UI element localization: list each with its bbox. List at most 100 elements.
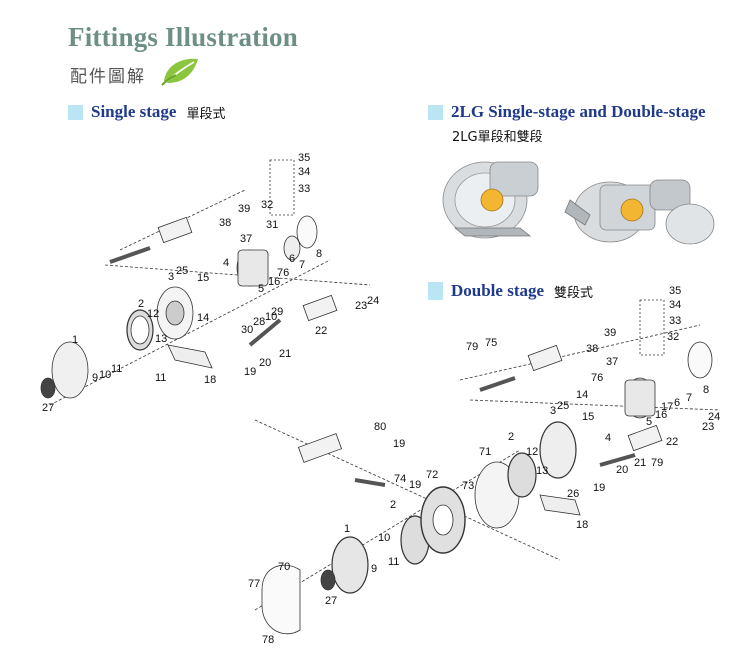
section-2lg-title: 2LG Single-stage and Double-stage bbox=[451, 102, 706, 121]
part-label: 5 bbox=[258, 283, 264, 295]
part-label: 12 bbox=[147, 308, 159, 320]
section-single-header: Single stage 單段式 bbox=[68, 102, 226, 122]
part-label: 21 bbox=[279, 348, 291, 360]
page-title: Fittings Illustration bbox=[68, 22, 298, 52]
part-label: 27 bbox=[325, 595, 337, 607]
part-label: 19 bbox=[409, 479, 421, 491]
part-label: 22 bbox=[315, 325, 327, 337]
part-label: 72 bbox=[426, 469, 438, 481]
part-label: 17 bbox=[661, 401, 673, 413]
part-label: 8 bbox=[316, 248, 322, 260]
double-stage-part-labels: 35 34 33 32 39 38 37 79 75 76 14 3 25 15… bbox=[248, 285, 720, 646]
part-label: 2 bbox=[508, 431, 514, 443]
part-label: 25 bbox=[557, 400, 569, 412]
part-label: 7 bbox=[299, 259, 305, 271]
section-single-title: Single stage bbox=[91, 102, 177, 121]
part-label: 15 bbox=[197, 272, 209, 284]
part-label: 78 bbox=[262, 634, 274, 646]
part-label: 4 bbox=[605, 432, 611, 444]
part-label: 16 bbox=[268, 276, 280, 288]
part-label: 33 bbox=[298, 183, 310, 195]
part-label: 38 bbox=[219, 217, 231, 229]
part-label: 19 bbox=[244, 366, 256, 378]
part-label: 9 bbox=[371, 563, 377, 575]
part-label: 16 bbox=[655, 409, 667, 421]
part-label: 13 bbox=[155, 333, 167, 345]
part-label: 39 bbox=[238, 203, 250, 215]
part-label: 33 bbox=[669, 315, 681, 327]
part-label: 6 bbox=[289, 253, 295, 265]
part-label: 75 bbox=[485, 337, 497, 349]
part-label: 19 bbox=[393, 438, 405, 450]
part-label: 31 bbox=[266, 219, 278, 231]
part-label: 6 bbox=[674, 397, 680, 409]
part-label: 10 bbox=[265, 311, 277, 323]
part-label: 8 bbox=[703, 384, 709, 396]
part-label: 11 bbox=[388, 556, 399, 568]
part-label: 3 bbox=[168, 271, 174, 283]
single-stage-part-labels: 35 34 33 32 31 39 38 37 4 3 25 15 6 7 8 … bbox=[42, 152, 379, 414]
part-label: 9 bbox=[92, 372, 98, 384]
section-marker bbox=[428, 104, 443, 120]
part-label: 3 bbox=[550, 405, 556, 417]
part-label: 26 bbox=[567, 488, 579, 500]
section-2lg-header: 2LG Single-stage and Double-stage bbox=[428, 102, 706, 122]
part-label: 37 bbox=[240, 233, 252, 245]
part-label: 71 bbox=[479, 446, 491, 458]
section-double-header: Double stage 雙段式 bbox=[428, 281, 593, 301]
part-label: 80 bbox=[374, 421, 386, 433]
part-label: 2 bbox=[138, 298, 144, 310]
part-label: 32 bbox=[667, 331, 679, 343]
part-label: 13 bbox=[536, 465, 548, 477]
single-stage-assembly bbox=[40, 159, 371, 406]
part-label: 11 bbox=[155, 372, 166, 384]
part-label: 34 bbox=[669, 299, 681, 311]
part-label: 35 bbox=[669, 285, 681, 297]
part-label: 12 bbox=[526, 446, 538, 458]
part-label: 24 bbox=[708, 411, 720, 423]
blower-image-double bbox=[564, 179, 715, 245]
blower-image-single bbox=[442, 161, 539, 239]
part-label: 79 bbox=[651, 457, 663, 469]
part-label: 28 bbox=[253, 316, 265, 328]
part-label: 4 bbox=[223, 257, 229, 269]
part-label: 14 bbox=[576, 389, 588, 401]
part-label: 18 bbox=[204, 374, 216, 386]
part-label: 15 bbox=[582, 411, 594, 423]
part-label: 25 bbox=[176, 265, 188, 277]
part-label: 34 bbox=[298, 166, 310, 178]
part-label: 10 bbox=[99, 369, 111, 381]
part-label: 19 bbox=[593, 482, 605, 494]
part-label: 20 bbox=[259, 357, 271, 369]
section-single-title-zh: 單段式 bbox=[186, 106, 226, 122]
part-label: 39 bbox=[604, 327, 616, 339]
part-label: 20 bbox=[616, 464, 628, 476]
part-label: 11 bbox=[111, 363, 122, 375]
part-label: 74 bbox=[394, 473, 406, 485]
part-label: 18 bbox=[576, 519, 588, 531]
part-label: 70 bbox=[278, 561, 290, 573]
part-label: 1 bbox=[344, 523, 350, 535]
section-marker bbox=[68, 104, 83, 120]
part-label: 23 bbox=[702, 421, 714, 433]
part-label: 2 bbox=[390, 499, 396, 511]
part-label: 76 bbox=[591, 372, 603, 384]
section-double-title-zh: 雙段式 bbox=[554, 285, 594, 301]
part-label: 27 bbox=[42, 402, 54, 414]
part-label: 79 bbox=[466, 341, 478, 353]
part-label: 35 bbox=[298, 152, 310, 164]
leaf-icon bbox=[161, 58, 198, 86]
part-label: 14 bbox=[197, 312, 209, 324]
part-label: 10 bbox=[378, 532, 390, 544]
part-label: 21 bbox=[634, 457, 646, 469]
part-label: 29 bbox=[271, 306, 283, 318]
section-marker bbox=[428, 282, 443, 300]
part-label: 23 bbox=[355, 300, 367, 312]
part-label: 76 bbox=[277, 267, 289, 279]
part-label: 32 bbox=[261, 199, 273, 211]
double-stage-assembly bbox=[254, 299, 721, 635]
section-double-title: Double stage bbox=[451, 281, 545, 300]
page-subtitle: 配件圖解 bbox=[70, 67, 146, 87]
part-label: 77 bbox=[248, 578, 260, 590]
